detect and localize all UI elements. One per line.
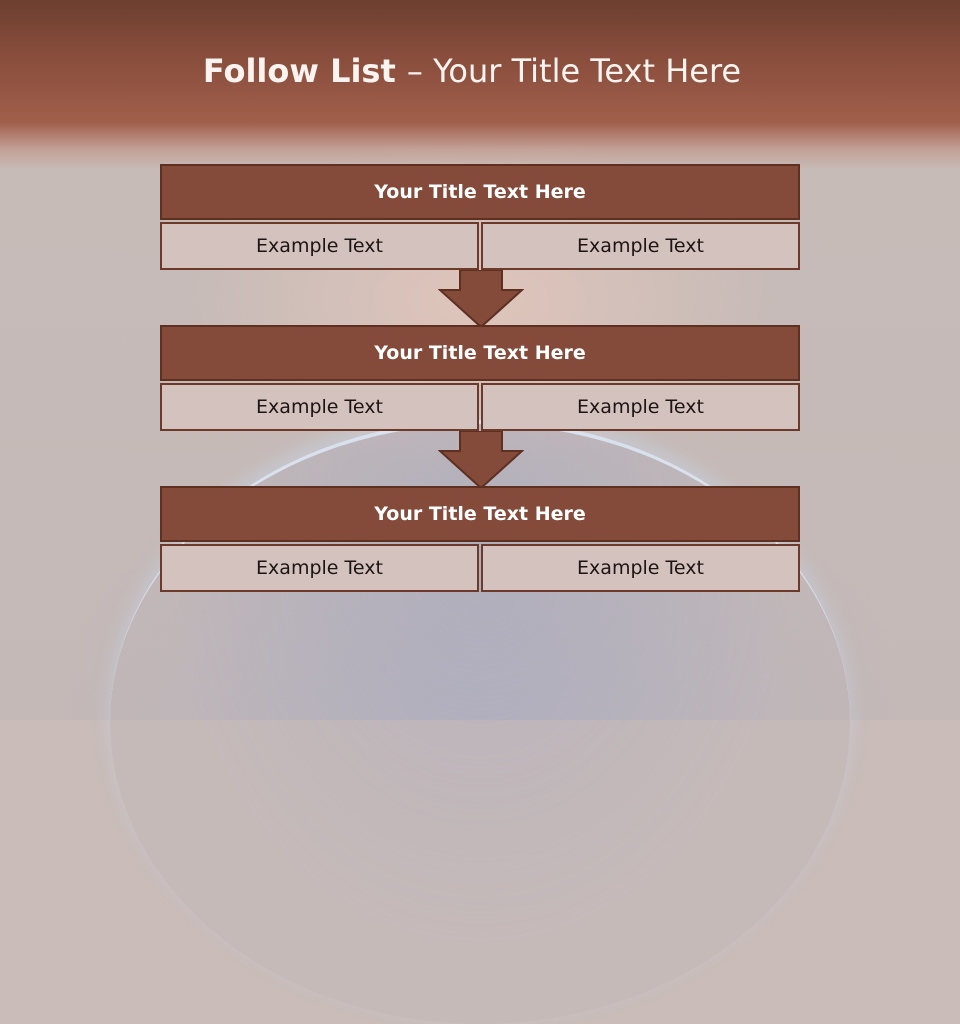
step-block-1: Your Title Text Here Example Text Exampl… <box>160 164 800 270</box>
slide-title-rest: – Your Title Text Here <box>406 52 742 90</box>
down-arrow-icon <box>438 270 524 328</box>
step-row-3: Example Text Example Text <box>160 544 800 592</box>
step-title-3: Your Title Text Here <box>160 486 800 542</box>
slide-title-bold: Follow List <box>202 52 407 90</box>
header-band <box>0 0 960 170</box>
step-cell-left: Example Text <box>160 383 479 431</box>
down-arrow-icon <box>438 431 524 489</box>
step-row-1: Example Text Example Text <box>160 222 800 270</box>
step-cell-right: Example Text <box>481 383 800 431</box>
step-title-2: Your Title Text Here <box>160 325 800 381</box>
step-block-2: Your Title Text Here Example Text Exampl… <box>160 325 800 431</box>
step-block-3: Your Title Text Here Example Text Exampl… <box>160 486 800 592</box>
step-cell-left: Example Text <box>160 222 479 270</box>
step-cell-left: Example Text <box>160 544 479 592</box>
step-title-1: Your Title Text Here <box>160 164 800 220</box>
step-cell-right: Example Text <box>481 544 800 592</box>
step-row-2: Example Text Example Text <box>160 383 800 431</box>
step-cell-right: Example Text <box>481 222 800 270</box>
slide-title: Follow List – Your Title Text Here <box>0 52 944 90</box>
